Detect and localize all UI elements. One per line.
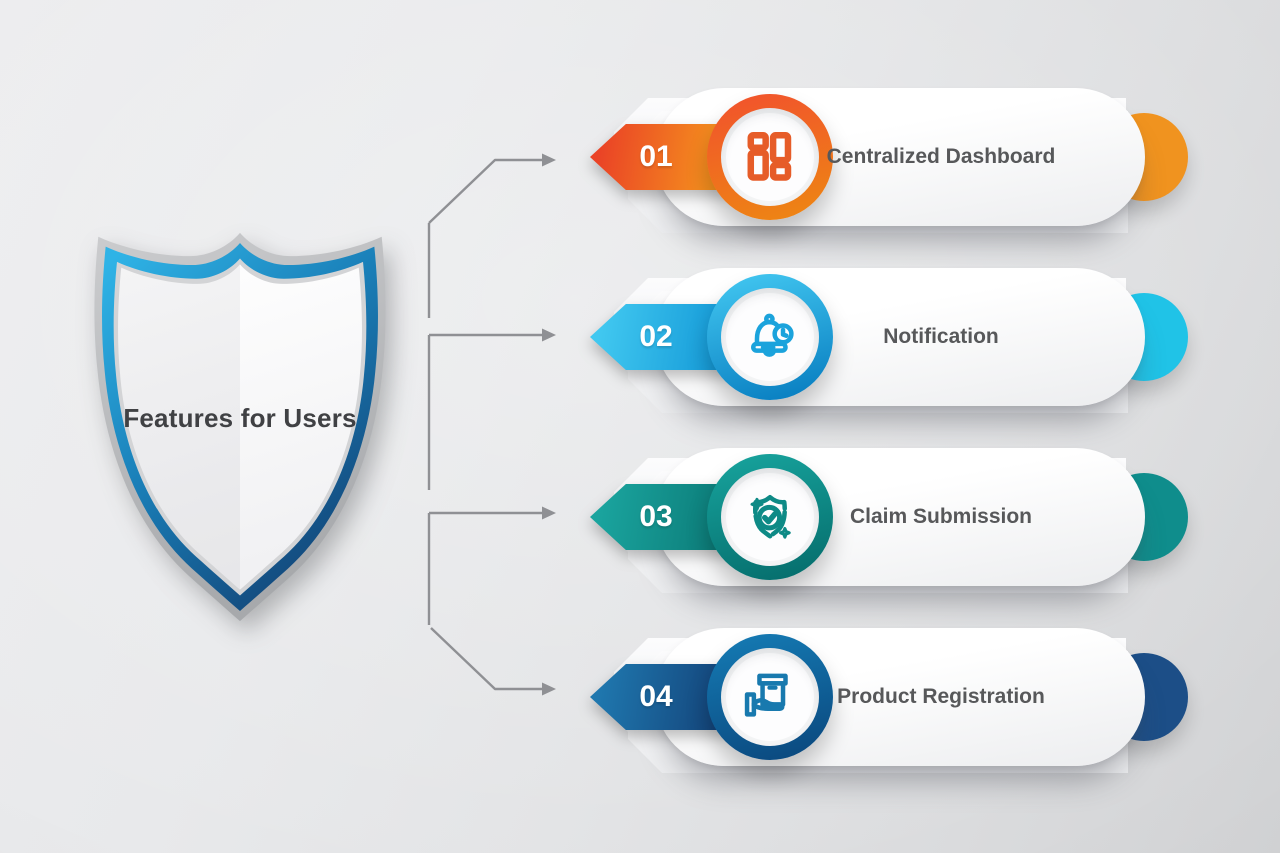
- arrowhead-row-1: [542, 153, 556, 167]
- feature-label: Claim Submission: [849, 504, 1033, 528]
- dashboard-grid-icon: [707, 94, 833, 220]
- feature-row-notification: 02 Notification: [588, 267, 1190, 407]
- shield-title: Features for Users: [123, 403, 357, 433]
- step-number: 02: [639, 320, 673, 353]
- connector-row-1: [428, 158, 542, 224]
- feature-row-claim-submission: 03 Claim Submission: [588, 447, 1190, 587]
- arrowhead-row-2: [542, 328, 556, 342]
- connector-row-4: [430, 627, 542, 691]
- hand-box-icon: [707, 634, 833, 760]
- feature-label: Notification: [883, 324, 999, 348]
- arrowhead-row-4: [542, 682, 556, 696]
- step-number: 01: [639, 140, 673, 173]
- feature-row-product-registration: 04 Product Registration: [588, 627, 1190, 767]
- arrowhead-row-3: [542, 506, 556, 520]
- feature-label: Product Registration: [837, 684, 1045, 708]
- step-number: 03: [639, 500, 673, 533]
- bell-clock-icon: [707, 274, 833, 400]
- shield-check-icon: [707, 454, 833, 580]
- feature-row-centralized-dashboard: 01 Centralized Dashboard: [588, 87, 1190, 227]
- shield-icon: [94, 232, 386, 622]
- shield-badge: [84, 229, 396, 625]
- step-number: 04: [639, 680, 673, 713]
- feature-label: Centralized Dashboard: [826, 144, 1056, 168]
